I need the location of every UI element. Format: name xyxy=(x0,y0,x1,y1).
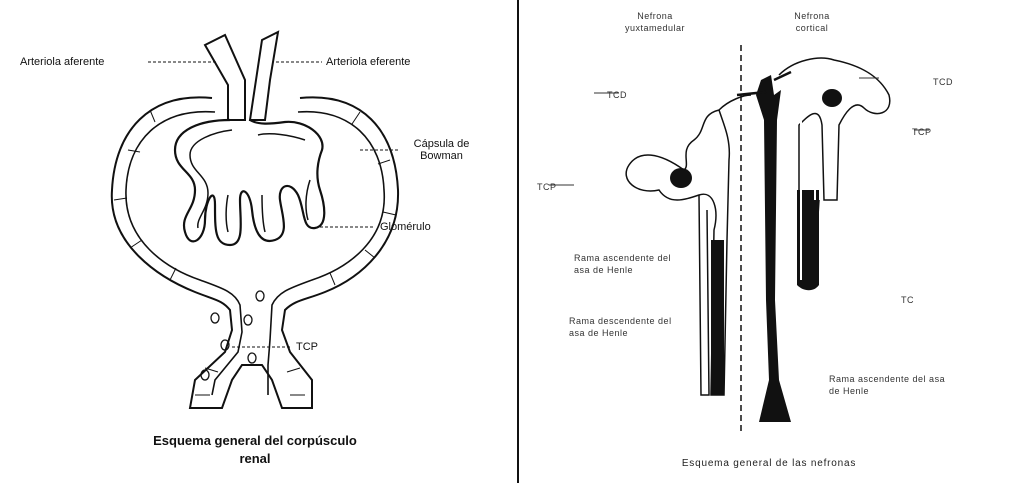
henle-right-label: Rama ascendente del asa de Henle xyxy=(829,373,949,397)
bowman-capsule-label: Cápsula de Bowman xyxy=(404,138,479,162)
collecting-duct-label: TC xyxy=(901,294,914,306)
right-caption: Esquema general de las nefronas xyxy=(619,458,919,469)
descending-limb-label: Rama descendente del asa de Henle xyxy=(569,315,679,339)
bowman-capsule-inner xyxy=(126,112,384,395)
renal-corpuscle-panel: Arteriola aferente Arteriola eferente Cá… xyxy=(0,0,519,483)
tcd-left-label: TCD xyxy=(607,89,627,101)
capsule-wall-hatching xyxy=(114,110,396,395)
cortical-glomerulus xyxy=(822,89,842,107)
tcp-left-label: TCP xyxy=(537,181,557,193)
efferent-arteriole xyxy=(250,32,278,120)
afferent-arteriole xyxy=(205,35,245,120)
tcd-right-label: TCD xyxy=(933,76,953,88)
tcp-label: TCP xyxy=(296,341,318,353)
juxta-glomerulus xyxy=(670,168,692,188)
left-caption: Esquema general del corpúsculo renal xyxy=(150,432,360,468)
juxta-tubule xyxy=(626,95,751,395)
collecting-duct xyxy=(756,75,791,422)
afferent-arteriole-label: Arteriola aferente xyxy=(20,56,104,68)
juxtamedullary-label: Nefrona yuxtamedular xyxy=(615,10,695,34)
cortical-label: Nefrona cortical xyxy=(777,10,847,34)
ascending-limb-label: Rama ascendente del asa de Henle xyxy=(574,252,684,276)
tcp-right-label: TCP xyxy=(912,126,932,138)
efferent-arteriole-label: Arteriola eferente xyxy=(326,56,410,68)
nephrons-panel: Nefrona yuxtamedular Nefrona cortical TC… xyxy=(519,0,1024,483)
renal-corpuscle-diagram xyxy=(0,0,517,483)
glomerulus-label: Glomérulo xyxy=(380,221,431,233)
nephrons-diagram xyxy=(519,0,1024,483)
